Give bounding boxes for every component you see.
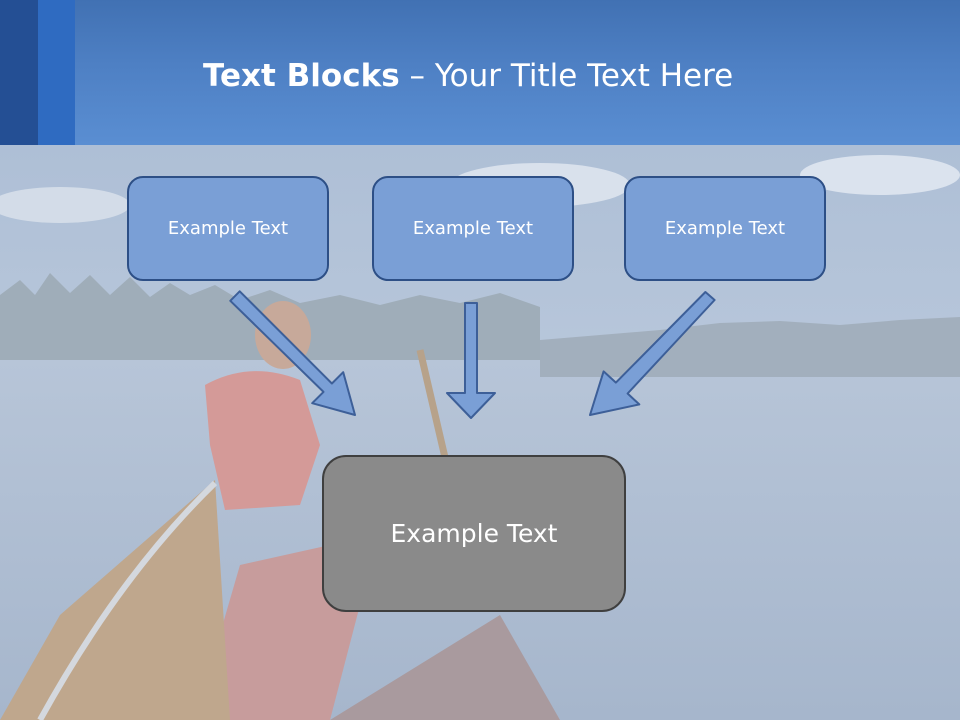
title-bar: Text Blocks – Your Title Text Here [0, 0, 960, 145]
arrow-center [446, 302, 496, 419]
header-accent-mid [38, 0, 75, 145]
title-rest: – Your Title Text Here [399, 58, 734, 94]
title-bold: Text Blocks [203, 58, 400, 94]
text-block-3[interactable]: Example Text [624, 176, 826, 281]
arrow-left [229, 290, 356, 416]
text-block-2[interactable]: Example Text [372, 176, 574, 281]
text-block-1[interactable]: Example Text [127, 176, 329, 281]
header-accent-dark [0, 0, 38, 145]
arrow-right [589, 291, 716, 416]
center-text-block[interactable]: Example Text [322, 455, 626, 612]
slide-title: Text Blocks – Your Title Text Here [203, 54, 733, 98]
